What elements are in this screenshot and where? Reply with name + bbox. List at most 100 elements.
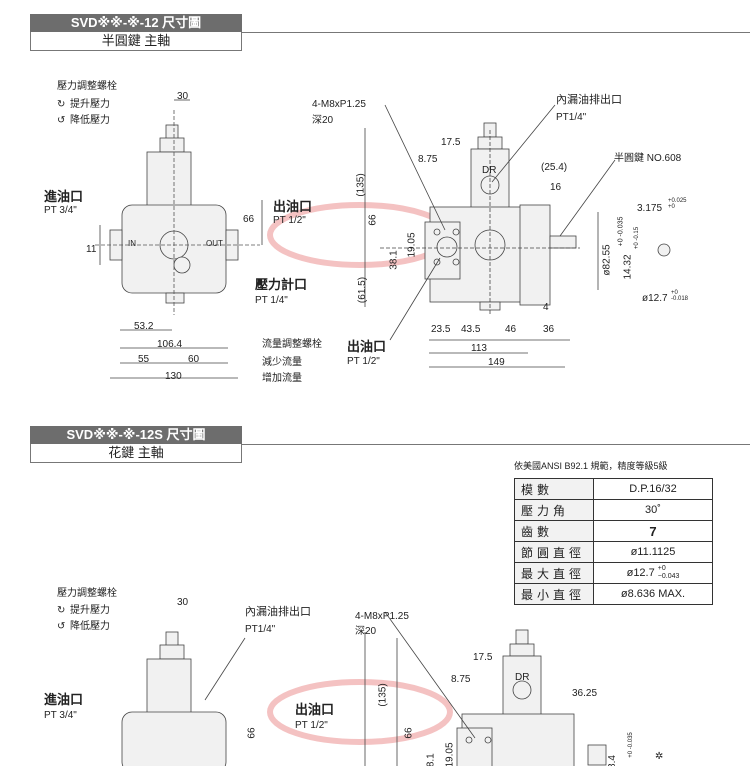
dim: 23.5 (431, 324, 451, 335)
label: 4-M8xP1.25 (355, 611, 409, 622)
dim: 66 (243, 214, 255, 225)
label: 壓力調整螺栓 (57, 588, 117, 599)
dim: 8.75 (418, 154, 438, 165)
rotate-ccw-icon: ↺ (57, 621, 66, 632)
label: PT 3/4" (44, 710, 77, 721)
label: DR (515, 672, 530, 683)
label: PT 3/4" (44, 205, 77, 216)
spec-key: 最大直徑 (514, 562, 594, 584)
dim: 4 (543, 302, 549, 313)
spec-key: 節圓直徑 (514, 541, 594, 563)
spec-key: 齒數 (514, 520, 594, 542)
dim: 17.5 (441, 137, 461, 148)
label: 提升壓力 (70, 99, 110, 110)
rotate-ccw-icon: ↺ (57, 115, 66, 126)
label: 增加流量 (262, 373, 302, 384)
tol-upper: +0 (657, 565, 666, 572)
section2-subtitle: 花鍵 主軸 (30, 444, 242, 463)
dim: 36.25 (572, 688, 598, 699)
dim: 46 (505, 324, 517, 335)
spec-key: 最小直徑 (514, 583, 594, 605)
dim: 38.1 (425, 753, 437, 766)
pump-side-view-2 (456, 629, 607, 766)
label: 提升壓力 (70, 605, 110, 616)
label: 降低壓力 (70, 115, 110, 126)
dim: 66 (246, 727, 258, 739)
dim: 149 (488, 357, 505, 368)
label: 出油口 (273, 199, 313, 214)
section2-title: SVD※※-※-12S 尺寸圖 (30, 426, 242, 444)
dim: 66 (367, 214, 379, 226)
dim: 66 (403, 727, 415, 739)
label: PT1/4" (245, 624, 276, 635)
label: 出油口 (347, 339, 387, 354)
dim: +0.025 +0 (668, 198, 687, 210)
value: ø12.7 (626, 566, 655, 579)
dim: (135) (377, 683, 389, 707)
table-row: 最大直徑 ø12.7 +0−0.043 (514, 562, 713, 584)
spec-value: ø11.1125 (593, 541, 713, 563)
spec-value: 30˚ (593, 499, 713, 521)
label: 出油口 (295, 702, 335, 717)
spline-gear-icon: ✲ (655, 751, 664, 762)
dim: 53.2 (134, 321, 154, 332)
tolerance: +0−0.043 (658, 565, 680, 581)
dim: 8.4 (606, 755, 618, 766)
dim: 3.175 (637, 203, 663, 214)
dim: 55 (138, 354, 150, 365)
label: OUT (206, 239, 223, 248)
label: IN (128, 239, 136, 248)
dim: 106.4 (157, 339, 183, 350)
dimension-lines-1 (99, 99, 263, 379)
spec-value: ø8.636 MAX. (593, 583, 713, 605)
label: PT1/4" (556, 112, 587, 123)
label: 進油口 (44, 692, 84, 707)
dim: +0 -0.15 (634, 226, 641, 250)
dim: 60 (188, 354, 200, 365)
dim: 113 (471, 343, 487, 354)
dim: 130 (165, 371, 182, 382)
dim: (25.4) (541, 162, 568, 173)
dim: 19.05 (406, 232, 418, 258)
label: 流量調整螺栓 (262, 339, 322, 350)
label: PT 1/2" (295, 720, 328, 731)
label: 內漏油排出口 (245, 606, 311, 618)
rotate-cw-icon: ↻ (57, 99, 66, 110)
label: 壓力計口 (255, 277, 308, 292)
dim: 36 (543, 324, 555, 335)
label: 半圓鍵 NO.608 (614, 153, 682, 164)
label: 深20 (355, 626, 377, 637)
dim: 16 (550, 182, 562, 193)
tol-lower: −0.043 (657, 573, 680, 580)
label: 壓力調整螺栓 (57, 81, 117, 92)
dim: (135) (355, 173, 367, 197)
label: DR (482, 165, 497, 176)
dim: 14.32 (622, 254, 634, 280)
spec-key: 壓力角 (514, 499, 594, 521)
pump-side-view-1 (424, 122, 671, 311)
dim: +0 -0.035 (627, 732, 634, 758)
dim: (61.5) (357, 276, 369, 304)
label: PT 1/4" (255, 295, 288, 306)
dim: ø12.7 (642, 293, 668, 304)
dim: 11 (86, 244, 97, 255)
section1-subtitle: 半圓鍵 主軸 (30, 32, 242, 51)
dim: 38.1 (388, 250, 400, 270)
label: 降低壓力 (70, 621, 110, 632)
section1-title: SVD※※-※-12 尺寸圖 (30, 14, 242, 32)
dim: +0 -0.035 (617, 216, 625, 247)
dim: ø82.55 (601, 244, 613, 276)
label: PT 1/2" (347, 356, 380, 367)
spec-value: 7 (593, 520, 713, 542)
dim: 30 (177, 91, 189, 102)
label: 深20 (312, 115, 334, 126)
dim: 8.75 (451, 674, 471, 685)
dim: 43.5 (461, 324, 481, 335)
dim: 17.5 (473, 652, 493, 663)
